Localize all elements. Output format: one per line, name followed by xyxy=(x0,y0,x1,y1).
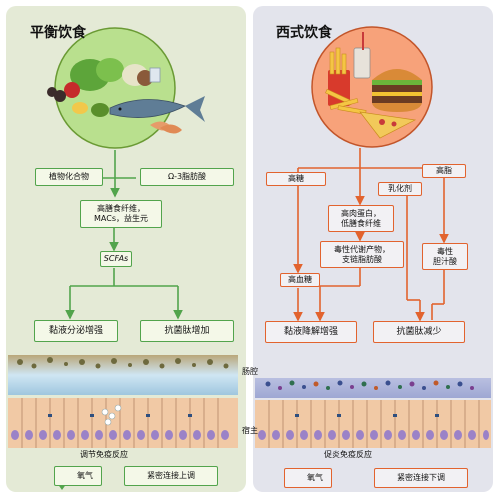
amp-decrease-box: 抗菌肽减少 xyxy=(373,321,465,343)
toxic-metabolites-box: 毒性代谢产物， 支链脂肪酸 xyxy=(320,241,404,268)
balanced-gut-lumen xyxy=(8,355,238,395)
balanced-oxygen-legend: 氧气 xyxy=(54,466,102,486)
tight-junction-up-box: 紧密连接上调 xyxy=(124,466,218,486)
western-plate-illustration xyxy=(311,26,433,148)
western-oxygen-label: 氧气 xyxy=(307,473,323,482)
mucus-secretion-box: 黏液分泌增强 xyxy=(34,320,118,342)
western-diet-title: 西式饮食 xyxy=(276,25,332,41)
high-protein-box: 高肉蛋白， 低膳食纤维 xyxy=(328,205,394,232)
tight-junction-down-box: 紧密连接下调 xyxy=(374,468,468,488)
high-sugar-box: 高糖 xyxy=(266,172,326,186)
balanced-oxygen-label: 氧气 xyxy=(77,471,93,480)
western-epithelium xyxy=(255,400,491,448)
balanced-diet-title: 平衡饮食 xyxy=(30,25,86,41)
phytochemicals-box: 植物化合物 xyxy=(35,168,103,186)
amp-increase-box: 抗菌肽增加 xyxy=(140,320,234,342)
immune-regulation-label: 调节免疫反应 xyxy=(80,450,128,459)
host-label: 宿主 xyxy=(242,426,258,435)
balanced-epithelium xyxy=(8,398,238,448)
hyperglycemia-box: 高血糖 xyxy=(280,273,320,287)
proinflammatory-immune-label: 促炎免疫反应 xyxy=(324,450,372,459)
fiber-box: 高膳食纤维， MACs，益生元 xyxy=(80,200,162,228)
lumen-label: 肠腔 xyxy=(242,367,258,376)
balanced-plate-illustration xyxy=(47,27,205,149)
omega3-box: Ω-3脂肪酸 xyxy=(140,168,234,186)
scfas-box: SCFAs xyxy=(100,251,132,267)
mucus-degradation-box: 黏液降解增强 xyxy=(265,321,357,343)
western-gut-lumen xyxy=(255,378,491,398)
high-fat-box: 高脂 xyxy=(422,164,466,178)
western-oxygen-legend: 氧气 xyxy=(284,468,332,488)
toxic-bile-acids-box: 毒性 胆汁酸 xyxy=(422,243,468,270)
emulsifier-box: 乳化剂 xyxy=(378,182,422,196)
